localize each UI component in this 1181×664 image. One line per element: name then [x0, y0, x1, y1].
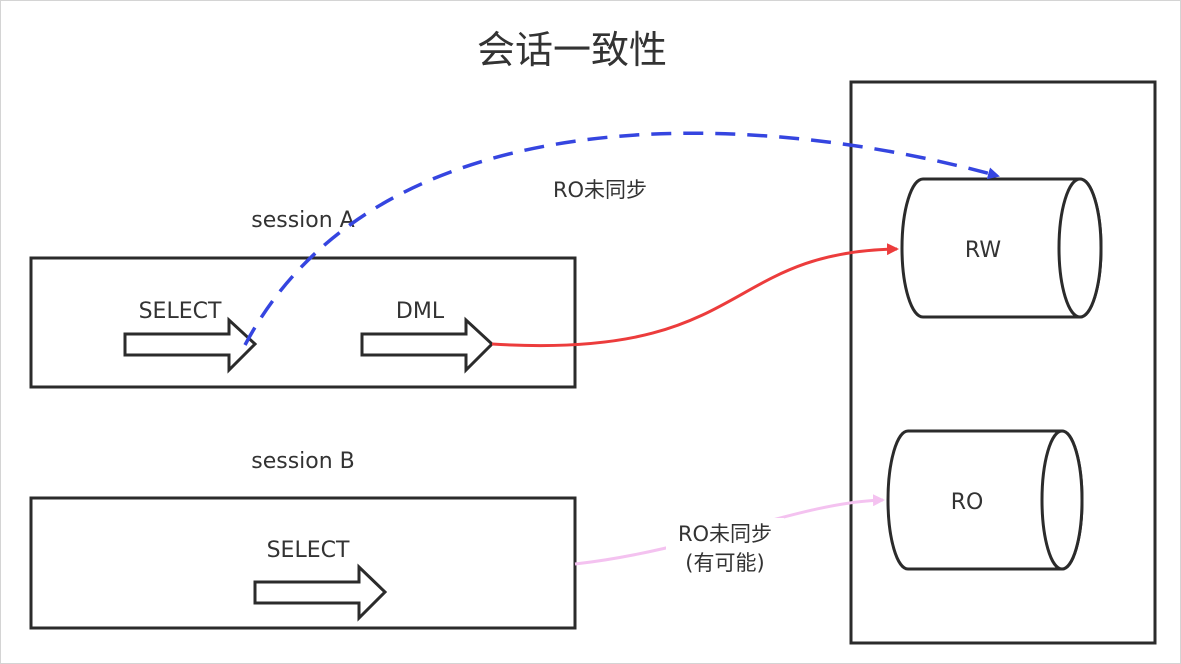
rw-cylinder-cap: [1057, 177, 1103, 319]
session-b-label: session B: [251, 449, 355, 474]
rw-database-node: RW: [900, 177, 1103, 319]
dml-to-rw-edge: [491, 243, 899, 348]
select-b-to-ro-label-bg: [666, 518, 784, 580]
ro-cylinder-cap: [1040, 429, 1084, 571]
select-to-rw-edge: [243, 131, 1000, 346]
ro-database-node: RO: [886, 429, 1084, 571]
session-a-dml-arrow-shape: [360, 316, 495, 374]
rw-label: RW: [965, 238, 1001, 263]
session-a-select-arrow-shape: [123, 316, 258, 374]
database-container: [849, 80, 1157, 645]
select-to-rw-label-bg: [540, 174, 660, 204]
select-b-to-ro-label-line1: RO未同步: [678, 522, 772, 546]
session-b-select-label: SELECT: [267, 538, 350, 563]
session-a-label: session A: [251, 208, 354, 233]
diagram-title: 会话一致性: [477, 28, 667, 72]
session-a-box: [29, 256, 577, 389]
ro-label: RO: [951, 490, 984, 515]
select-b-to-ro-label-line2: (有可能): [685, 551, 764, 575]
session-a-select-label: SELECT: [139, 299, 222, 324]
session-a-dml-label: DML: [396, 299, 445, 324]
session-b-select-arrow-shape: [253, 563, 388, 622]
select-to-rw-label: RO未同步: [553, 178, 647, 202]
